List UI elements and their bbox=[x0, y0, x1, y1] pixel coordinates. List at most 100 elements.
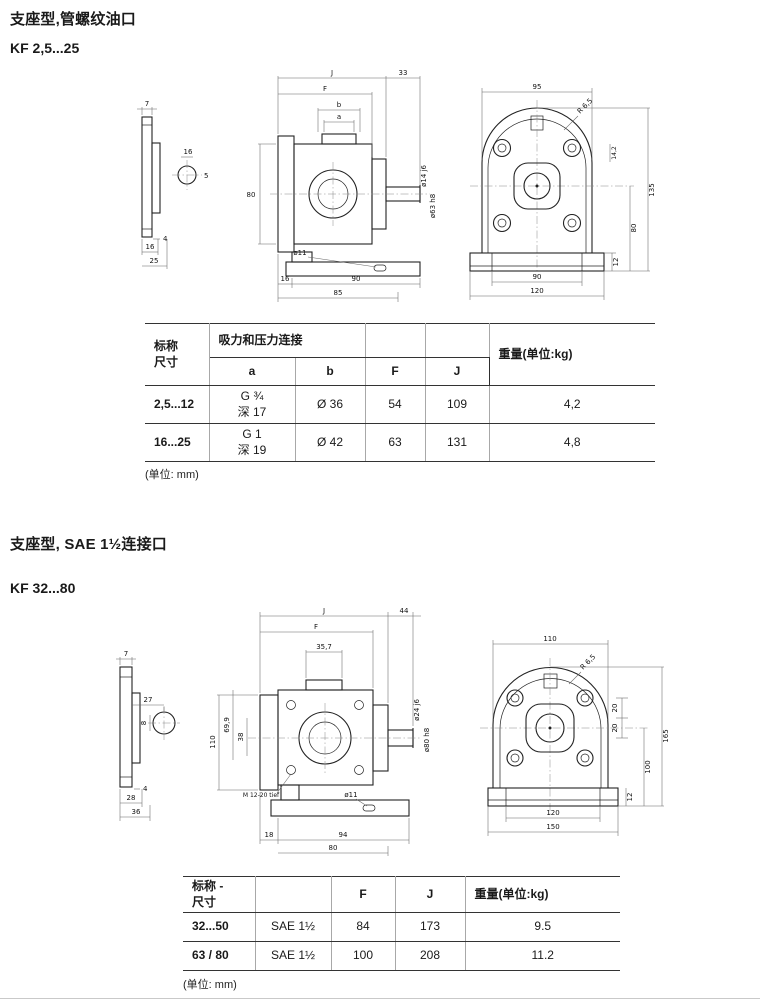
dim-label: 28 bbox=[127, 794, 136, 802]
dim-label: 150 bbox=[546, 823, 559, 831]
col-header-empty bbox=[424, 323, 490, 358]
dim-label: 120 bbox=[530, 287, 543, 295]
pump-front-body bbox=[480, 658, 648, 815]
dim-label: 135 bbox=[648, 183, 656, 196]
dim-label: 100 bbox=[644, 760, 652, 773]
dim-label: ø11 bbox=[293, 249, 306, 257]
dim-label: 85 bbox=[334, 289, 343, 297]
dim-label: 36 bbox=[132, 808, 141, 816]
dim-label: 90 bbox=[533, 273, 542, 281]
section1-flange-view-drawing: 7 16 5 4 16 25 bbox=[137, 100, 208, 269]
dim-label: b bbox=[337, 101, 342, 109]
mounting-foot bbox=[270, 784, 410, 817]
dim-label: 38 bbox=[237, 733, 245, 742]
dim-label: 4 bbox=[143, 785, 148, 793]
dim-label: 165 bbox=[662, 729, 670, 742]
cell-weight: 9.5 bbox=[464, 912, 620, 943]
col-header-empty bbox=[254, 875, 332, 914]
cell-size: 63 / 80 bbox=[183, 941, 256, 972]
dim-label: 44 bbox=[400, 607, 409, 615]
cell-weight: 4,8 bbox=[488, 423, 656, 462]
dim-label: J bbox=[330, 69, 333, 77]
dim-label: M 12-20 tief bbox=[243, 792, 280, 799]
dim-label: 110 bbox=[543, 635, 556, 643]
page-bottom-divider bbox=[0, 998, 760, 999]
cell-size: 32...50 bbox=[183, 912, 256, 943]
dim-label: F bbox=[323, 85, 327, 93]
dim-label: 95 bbox=[533, 83, 542, 91]
dim-label: 8 bbox=[140, 721, 148, 725]
dim-label: R 6,5 bbox=[579, 653, 598, 672]
col-header-weight: 重量(单位:kg) bbox=[488, 323, 656, 386]
spec-table-2: 标称 - 尺寸 F J 重量(单位:kg) 32...50 SAE 1½ 84 … bbox=[183, 875, 620, 972]
dim-label: ø63 h8 bbox=[429, 194, 437, 218]
cell-f: 63 bbox=[364, 423, 426, 462]
col-header-connection: 吸力和压力连接 bbox=[208, 323, 366, 358]
cell-j: 208 bbox=[394, 941, 466, 972]
shaft-end-view bbox=[148, 706, 180, 740]
section1-title: 支座型,管螺纹油口 bbox=[10, 11, 136, 28]
cell-j: 131 bbox=[424, 423, 490, 462]
dim-label: 12 bbox=[612, 258, 620, 267]
dim-label: 33 bbox=[399, 69, 408, 77]
dim-label: ø11 bbox=[344, 791, 357, 799]
dimensions: 95 R 6,5 14,2 135 80 12 90 120 bbox=[469, 83, 656, 300]
section2-title: 支座型, SAE 1½连接口 bbox=[10, 536, 167, 553]
dim-label: 69,9 bbox=[223, 717, 231, 733]
flange-part bbox=[141, 116, 161, 238]
pump-body bbox=[270, 133, 430, 253]
cell-weight: 11.2 bbox=[464, 941, 620, 972]
unit-note-2: (单位: mm) bbox=[183, 979, 237, 991]
mounting-foot bbox=[285, 251, 421, 277]
dim-label: 4 bbox=[163, 235, 168, 243]
dim-label: 14,2 bbox=[611, 146, 618, 160]
spec-table-1: 标称 尺寸 吸力和压力连接 重量(单位:kg) a b F J 2,5...12… bbox=[145, 323, 656, 462]
col-header-empty bbox=[364, 323, 426, 358]
cell-connection: SAE 1½ bbox=[254, 912, 332, 943]
dim-label: ø24 j6 bbox=[413, 699, 421, 721]
dim-label: 90 bbox=[352, 275, 361, 283]
dim-label: 120 bbox=[546, 809, 559, 817]
table-row: 16...25 G 1 深 19 Ø 42 63 131 4,8 bbox=[145, 423, 656, 462]
dim-label: R 6,5 bbox=[576, 97, 595, 116]
col-header-j: J bbox=[394, 875, 466, 914]
dim-label: 16 bbox=[146, 243, 155, 251]
col-header-f: F bbox=[364, 357, 426, 386]
col-header-size: 标称 - 尺寸 bbox=[183, 875, 256, 914]
dimensions: J 44 F 35,7 69,9 38 110 ø24 j6 ø80 h8 M … bbox=[209, 607, 431, 856]
dim-label: ø14 j6 bbox=[420, 165, 428, 187]
shaft-end-view bbox=[172, 160, 202, 190]
dim-label: 7 bbox=[124, 650, 128, 658]
section1-front-view-drawing: 95 R 6,5 14,2 135 80 12 90 120 bbox=[469, 83, 656, 300]
col-header-size: 标称 尺寸 bbox=[145, 323, 210, 386]
dim-label: 35,7 bbox=[316, 643, 332, 651]
dim-label: 110 bbox=[209, 735, 217, 748]
base-foot bbox=[487, 787, 619, 807]
dim-label: 7 bbox=[145, 100, 149, 108]
pump-front-body bbox=[470, 100, 634, 276]
pump-body bbox=[248, 679, 421, 791]
table-row: 63 / 80 SAE 1½ 100 208 11.2 bbox=[183, 941, 620, 972]
cell-f: 100 bbox=[330, 941, 396, 972]
dim-label: 16 bbox=[281, 275, 290, 283]
table-row: 2,5...12 G ¾ 深 17 Ø 36 54 109 4,2 bbox=[145, 385, 656, 424]
dim-label: 80 bbox=[630, 224, 638, 233]
cell-f: 54 bbox=[364, 385, 426, 424]
col-header-j: J bbox=[424, 357, 490, 386]
dim-label: 16 bbox=[184, 148, 193, 156]
cell-j: 173 bbox=[394, 912, 466, 943]
cell-j: 109 bbox=[424, 385, 490, 424]
section1-model: KF 2,5...25 bbox=[10, 40, 80, 56]
cell-b: Ø 36 bbox=[294, 385, 366, 424]
cell-connection: SAE 1½ bbox=[254, 941, 332, 972]
cell-a: G ¾ 深 17 bbox=[208, 385, 296, 424]
cell-weight: 4,2 bbox=[488, 385, 656, 424]
cell-size: 2,5...12 bbox=[145, 385, 210, 424]
dim-label: J bbox=[322, 607, 325, 615]
section2-side-view-drawing: J 44 F 35,7 69,9 38 110 ø24 j6 ø80 h8 M … bbox=[209, 607, 431, 856]
section1-side-view-drawing: J 33 F b a 80 ø14 j6 ø63 h8 ø11 16 90 85 bbox=[247, 69, 437, 302]
col-header-weight: 重量(单位:kg) bbox=[464, 875, 620, 914]
dim-label: 20 bbox=[611, 704, 619, 713]
base-foot bbox=[469, 252, 605, 272]
